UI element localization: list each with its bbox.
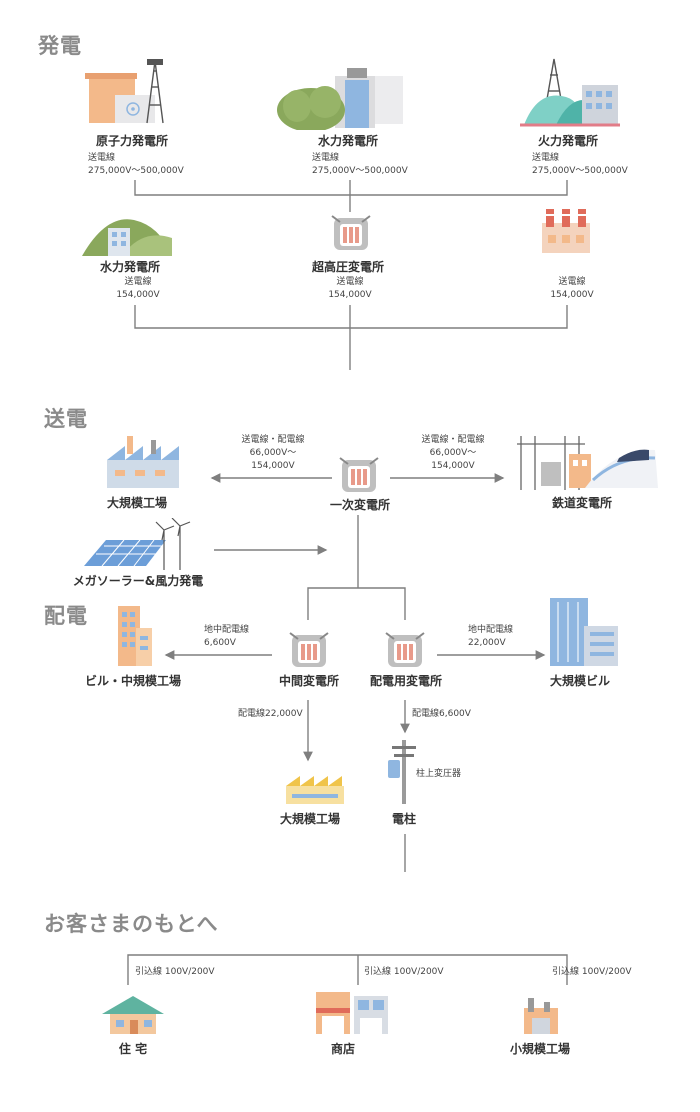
large-factory-name: 大規模工場 bbox=[106, 496, 168, 510]
distribution-substation-name: 配電用変電所 bbox=[369, 674, 443, 688]
distribution-down-right-spec: 配電線6,600V bbox=[412, 709, 471, 719]
house-name: 住 宅 bbox=[118, 1042, 148, 1056]
large-building-name: 大規模ビル bbox=[549, 674, 611, 688]
utility-pole-icon bbox=[388, 740, 416, 804]
small-factory-icon bbox=[524, 998, 558, 1034]
distribution-down-left-spec: 配電線22,000V bbox=[238, 709, 303, 719]
large-building-icon bbox=[550, 598, 618, 666]
ultra-substation-name: 超高圧変電所 bbox=[311, 260, 385, 274]
thermal-plant-icon bbox=[520, 58, 620, 127]
customer-bus bbox=[127, 954, 568, 985]
drop-spec-house: 引込線 100V/200V bbox=[135, 967, 215, 977]
distribution-substation-transformer-icon bbox=[385, 632, 425, 667]
large-factory2-icon bbox=[286, 776, 344, 804]
primary-substation-name: 一次変電所 bbox=[329, 498, 391, 512]
intermediate-substation-transformer-icon bbox=[289, 632, 329, 667]
pole-name: 電柱 bbox=[391, 812, 417, 826]
ultra-substation-transformer-icon bbox=[331, 215, 371, 250]
primary-substation-transformer-icon bbox=[339, 457, 379, 492]
split-bus bbox=[307, 587, 406, 620]
section-title-customers: お客さまのもとへ bbox=[44, 912, 219, 936]
nuclear-plant-icon bbox=[85, 59, 164, 124]
drop-spec-shop: 引込線 100V/200V bbox=[364, 967, 444, 977]
factory-plant-icon bbox=[542, 209, 590, 253]
pole-transformer-label: 柱上変圧器 bbox=[416, 769, 462, 779]
section-title-generation: 発電 bbox=[38, 34, 82, 58]
large-factory2-name: 大規模工場 bbox=[279, 812, 341, 826]
mega-solar-wind-icon bbox=[84, 518, 191, 570]
section-title-transmission: 送電 bbox=[44, 407, 88, 431]
shop-icon bbox=[316, 992, 388, 1034]
building-mid-name: ビル・中規模工場 bbox=[84, 674, 182, 688]
drop-spec-small-factory: 引込線 100V/200V bbox=[552, 967, 632, 977]
building-mid-icon bbox=[118, 606, 152, 666]
house-icon bbox=[102, 996, 164, 1034]
hydro-small-name: 水力発電所 bbox=[99, 260, 161, 274]
hydro-large-name: 水力発電所 bbox=[317, 134, 379, 148]
large-factory-icon bbox=[107, 436, 179, 488]
thermal-plant-name: 火力発電所 bbox=[537, 134, 599, 148]
railway-substation-icon bbox=[517, 436, 658, 490]
hydro-dam-icon bbox=[277, 68, 403, 130]
gen-top-bus bbox=[134, 180, 568, 196]
mega-solar-name: メガソーラー&風力発電 bbox=[72, 574, 204, 588]
intermediate-substation-name: 中間変電所 bbox=[278, 674, 340, 688]
nuclear-plant-name: 原子力発電所 bbox=[95, 134, 169, 148]
railway-substation-name: 鉄道変電所 bbox=[551, 496, 613, 510]
small-factory-name: 小規模工場 bbox=[509, 1042, 571, 1056]
shop-name: 商店 bbox=[330, 1042, 356, 1056]
section-title-distribution: 配電 bbox=[44, 604, 88, 628]
gen-bottom-bus bbox=[134, 305, 568, 329]
hydro-small-icon bbox=[82, 219, 172, 256]
